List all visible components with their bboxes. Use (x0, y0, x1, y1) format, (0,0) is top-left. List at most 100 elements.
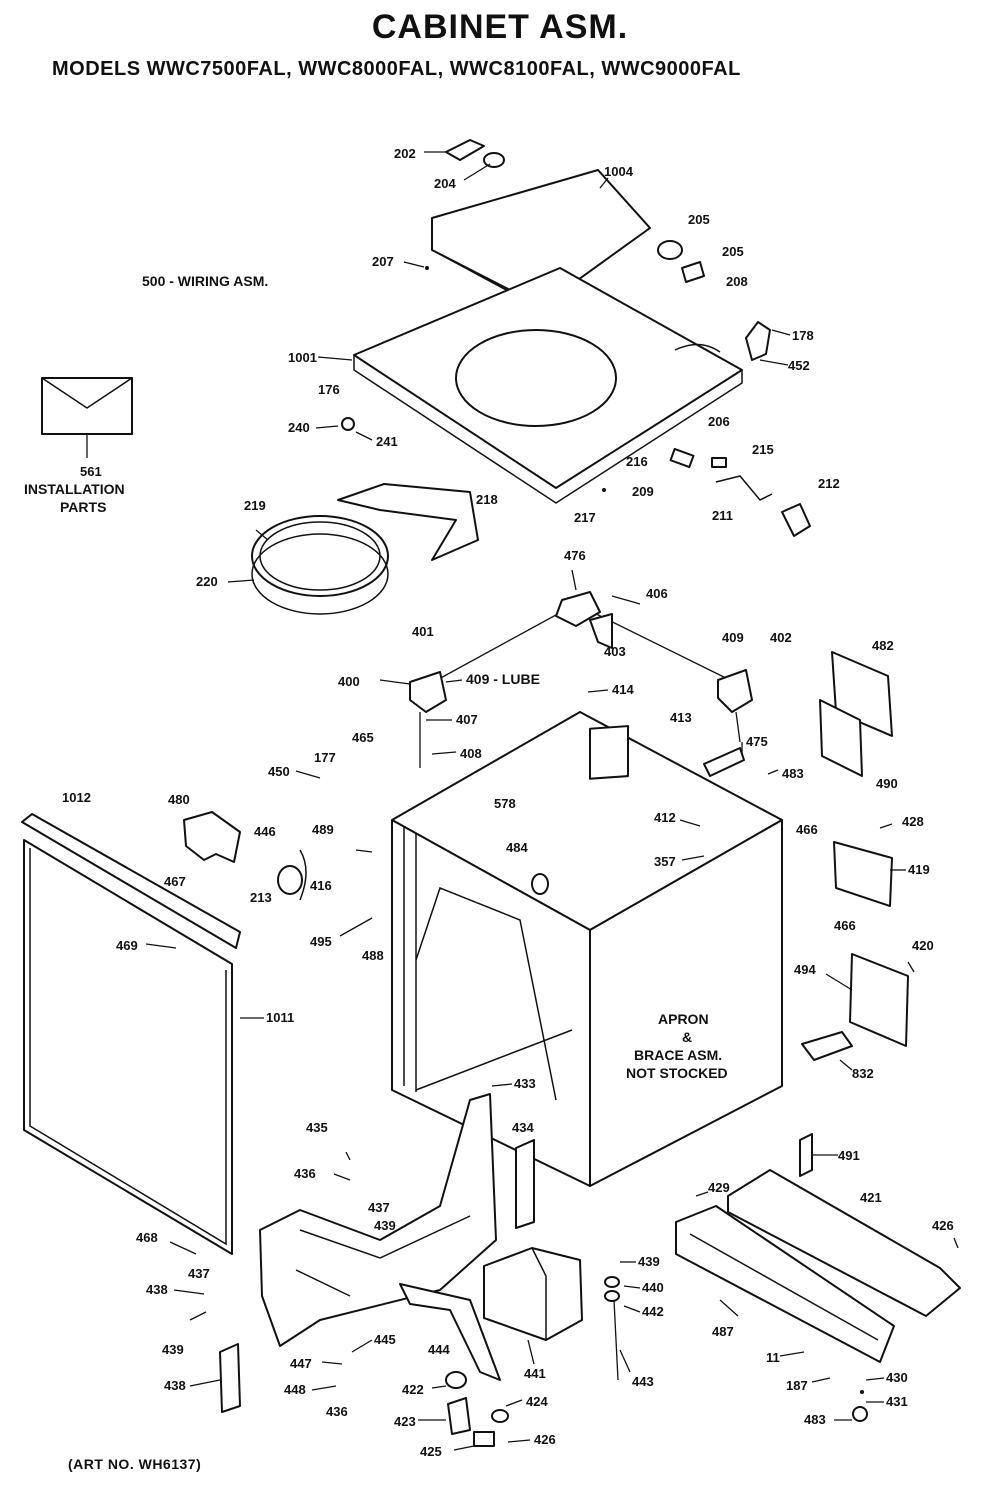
part-label: 448 (284, 1382, 306, 1397)
leveling-leg-parts (445, 1371, 868, 1447)
part-label: 452 (788, 358, 810, 373)
part-label: 419 (908, 862, 930, 877)
part-label: 466 (796, 822, 818, 837)
part-label: 205 (688, 212, 710, 227)
bolt-part (613, 1299, 619, 1381)
lube-note: 409 - LUBE (466, 671, 540, 687)
mounting-plate-part (833, 841, 893, 907)
part-label: 422 (402, 1382, 424, 1397)
part-label: 205 (722, 244, 744, 259)
part-label: 207 (372, 254, 394, 269)
part-label: 443 (632, 1374, 654, 1389)
part-label: 832 (852, 1066, 874, 1081)
part-label: 447 (290, 1356, 312, 1371)
part-label: 431 (886, 1394, 908, 1409)
part-label: 421 (860, 1190, 882, 1205)
part-label: 426 (534, 1432, 556, 1447)
part-label: 483 (782, 766, 804, 781)
envelope-icon (41, 377, 133, 435)
part-label: 489 (312, 822, 334, 837)
part-label: 414 (612, 682, 634, 697)
part-label: 402 (770, 630, 792, 645)
part-label: 420 (912, 938, 934, 953)
part-label: 480 (168, 792, 190, 807)
part-label: 240 (288, 420, 310, 435)
lid-switch-part (657, 240, 705, 283)
part-label: 213 (250, 890, 272, 905)
part-label: 409 (722, 630, 744, 645)
part-label: 11 (766, 1350, 780, 1365)
part-label: 488 (362, 948, 384, 963)
part-label: 425 (420, 1444, 442, 1459)
part-label: 408 (460, 746, 482, 761)
part-label: 441 (524, 1366, 546, 1381)
installation-label-line2: PARTS (60, 499, 106, 515)
part-label: 423 (394, 1414, 416, 1429)
part-label: 407 (456, 712, 478, 727)
part-label: 220 (196, 574, 218, 589)
part-label: 412 (654, 810, 676, 825)
part-label: 439 (374, 1218, 396, 1233)
part-label: 209 (632, 484, 654, 499)
page-title: CABINET ASM. (371, 8, 629, 46)
part-label: 400 (338, 674, 360, 689)
part-label: 430 (886, 1370, 908, 1385)
part-label: 484 (506, 840, 528, 855)
part-label: 435 (306, 1120, 328, 1135)
part-label: 178 (792, 328, 814, 343)
wiring-asm-note: 500 - WIRING ASM. (142, 273, 268, 289)
part-label: 491 (838, 1148, 860, 1163)
part-label: 215 (752, 442, 774, 457)
suspension-part (409, 591, 753, 768)
part-label: 434 (512, 1120, 534, 1135)
part-label: 177 (314, 750, 336, 765)
apron-note-line4: NOT STOCKED (626, 1065, 728, 1081)
base-frame-part (259, 1093, 501, 1381)
clip-part (277, 849, 307, 901)
ring-part (251, 515, 389, 615)
front-panel-part (21, 813, 241, 1255)
part-label: 208 (726, 274, 748, 289)
washer-parts (604, 1276, 620, 1302)
hinge-bracket-part (183, 811, 241, 863)
part-label: 439 (162, 1342, 184, 1357)
panel-part (819, 651, 893, 777)
part-label: 438 (146, 1282, 168, 1297)
part-label: 406 (646, 586, 668, 601)
top-cover-part (353, 267, 743, 504)
part-label: 439 (638, 1254, 660, 1269)
part-label: 206 (708, 414, 730, 429)
part-label: 436 (326, 1404, 348, 1419)
bracket-part (745, 321, 771, 361)
part-label: 446 (254, 824, 276, 839)
part-label: 211 (712, 508, 733, 523)
part-label: 450 (268, 764, 290, 779)
part-label: 212 (818, 476, 840, 491)
part-label: 433 (514, 1076, 536, 1091)
part-label: 428 (902, 814, 924, 829)
part-label: 469 (116, 938, 138, 953)
part-label: 217 (574, 510, 596, 525)
part-label: 202 (394, 146, 416, 161)
part-label: 401 (412, 624, 434, 639)
part-label: 403 (604, 644, 626, 659)
small-hardware-parts (341, 266, 811, 537)
installation-label-line1: INSTALLATION (24, 481, 125, 497)
support-bracket-part (337, 483, 479, 561)
leader-lines (86, 151, 959, 1451)
part-label: 218 (476, 492, 498, 507)
part-label: 482 (872, 638, 894, 653)
part-label: 467 (164, 874, 186, 889)
part-label: 1011 (266, 1010, 294, 1025)
support-bracket-434 (515, 1139, 535, 1229)
part-label: 442 (642, 1304, 664, 1319)
part-label: 468 (136, 1230, 158, 1245)
part-label: 241 (376, 434, 398, 449)
corner-bracket-part (799, 1133, 813, 1177)
part-label: 216 (626, 454, 648, 469)
part-label: 438 (164, 1378, 186, 1393)
part-label: 440 (642, 1280, 664, 1295)
part-label: 436 (294, 1166, 316, 1181)
part-label: 357 (654, 854, 676, 869)
